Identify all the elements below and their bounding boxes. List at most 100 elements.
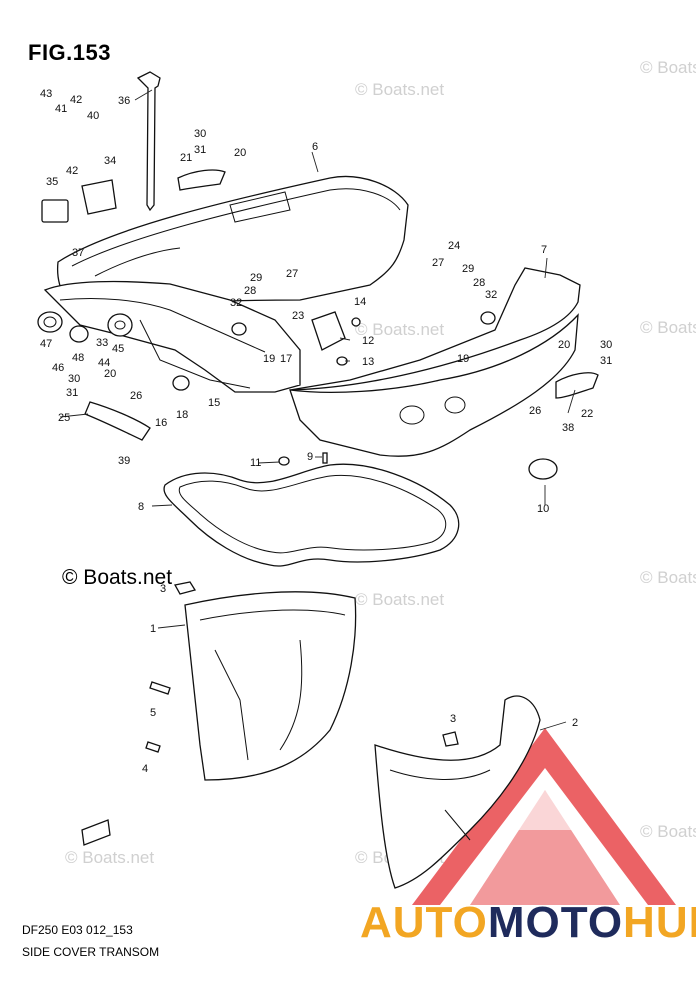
callout-label: 7 (541, 244, 547, 256)
part-5-bolt (149, 681, 171, 695)
callout-label: 4 (142, 763, 148, 775)
callout-label: 31 (194, 144, 206, 156)
part-35-pad (41, 199, 69, 223)
part-32-bushing-right (480, 311, 496, 325)
callout-label: 34 (104, 155, 116, 167)
callout-label: 14 (354, 296, 366, 308)
part-3-clip-right (442, 731, 459, 747)
part-48-grommet (69, 325, 89, 343)
callout-label: 27 (286, 268, 298, 280)
callout-label: 19 (457, 353, 469, 365)
watermark: © Boats.net (640, 318, 696, 337)
callout-label: 35 (46, 176, 58, 188)
watermark: © Boats.net (640, 58, 696, 77)
brand-part-b: MOTO (487, 898, 624, 947)
callout-label: 13 (362, 356, 374, 368)
part-36-rod (136, 71, 161, 212)
callout-label: 28 (244, 285, 256, 297)
part-11-screw (278, 456, 290, 466)
callout-label: 3 (160, 583, 166, 595)
callout-label: 21 (180, 152, 192, 164)
callout-label: 29 (250, 272, 262, 284)
part-22-handle (555, 372, 599, 399)
callout-label: 42 (66, 165, 78, 177)
callout-label: 5 (150, 707, 156, 719)
callout-label: 31 (600, 355, 612, 367)
callout-label: 38 (562, 422, 574, 434)
part-18-collar (172, 375, 190, 391)
callout-label: 41 (55, 103, 67, 115)
callout-label: 36 (118, 95, 130, 107)
callout-label: 42 (70, 94, 82, 106)
callout-label: 48 (72, 352, 84, 364)
figure-title: FIG.153 (28, 40, 111, 65)
callout-label: 16 (155, 417, 167, 429)
leader-lines (59, 89, 576, 731)
callout-label: 32 (485, 289, 497, 301)
callout-label: 8 (138, 501, 144, 513)
part-3-clip (173, 581, 197, 595)
figure-caption: SIDE COVER TRANSOM (22, 945, 160, 959)
callout-label: 32 (230, 297, 242, 309)
part-7-side-cover (289, 267, 581, 457)
callout-label: 46 (52, 362, 64, 374)
callout-labels: 1 2 3 3 4 5 6 7 8 9 10 11 12 13 14 15 16… (40, 88, 612, 775)
callout-label: 23 (292, 310, 304, 322)
callout-label: 18 (176, 409, 188, 421)
callout-label: 37 (72, 247, 84, 259)
callout-label: 15 (208, 397, 220, 409)
callout-label: 39 (118, 455, 130, 467)
callout-label: 43 (40, 88, 52, 100)
brand-wordmark: AUTOMOTOHUB (360, 898, 696, 948)
brand-part-c: HUB (623, 898, 696, 947)
callout-label: 10 (537, 503, 549, 515)
callout-label: 27 (432, 257, 444, 269)
callout-label: 31 (66, 387, 78, 399)
watermark: © Boats.net (355, 590, 445, 609)
callout-label: 25 (58, 412, 70, 424)
part-14-screw (351, 317, 361, 327)
callout-label: 9 (307, 451, 313, 463)
callout-label: 28 (473, 277, 485, 289)
part-47-grommet (37, 311, 63, 333)
part-25-handle (84, 401, 151, 441)
part-1-lower-cover (184, 591, 357, 781)
part-12-bracket (311, 311, 346, 351)
callout-label: 44 (98, 357, 110, 369)
callout-label: 6 (312, 141, 318, 153)
callout-label: 22 (581, 408, 593, 420)
callout-label: 26 (529, 405, 541, 417)
callout-label: 33 (96, 337, 108, 349)
callout-label: 30 (194, 128, 206, 140)
brand-part-a: AUTO (360, 898, 488, 947)
part-2-lower-cover (374, 695, 541, 889)
part-34-bracket (81, 179, 117, 215)
callout-label: 12 (362, 335, 374, 347)
callout-label: 29 (462, 263, 474, 275)
callout-label: 30 (600, 339, 612, 351)
callout-label: 1 (150, 623, 156, 635)
figure-code: DF250 E03 012_153 (22, 923, 133, 937)
brand-triangle-logo (412, 728, 676, 905)
part-10-plug (528, 458, 558, 480)
watermark: © Boats.net (355, 320, 445, 339)
part-33-grommet (107, 313, 133, 337)
callout-label: 20 (558, 339, 570, 351)
watermark: © Boats.net (355, 80, 445, 99)
emblem-badge (81, 819, 111, 846)
callout-label: 2 (572, 717, 578, 729)
part-21-handle (177, 169, 226, 191)
part-4-bolt (145, 741, 161, 753)
transom-frame (43, 280, 301, 393)
callout-label: 20 (234, 147, 246, 159)
callout-label: 19 (263, 353, 275, 365)
watermark: © Boats.net (65, 848, 155, 867)
watermark: © Boats.net (640, 568, 696, 587)
callout-label: 17 (280, 353, 292, 365)
callout-label: 11 (250, 457, 261, 469)
callout-label: 40 (87, 110, 99, 122)
watermark: © Boats.net (640, 822, 696, 841)
watermark-dark: © Boats.net (62, 566, 173, 589)
